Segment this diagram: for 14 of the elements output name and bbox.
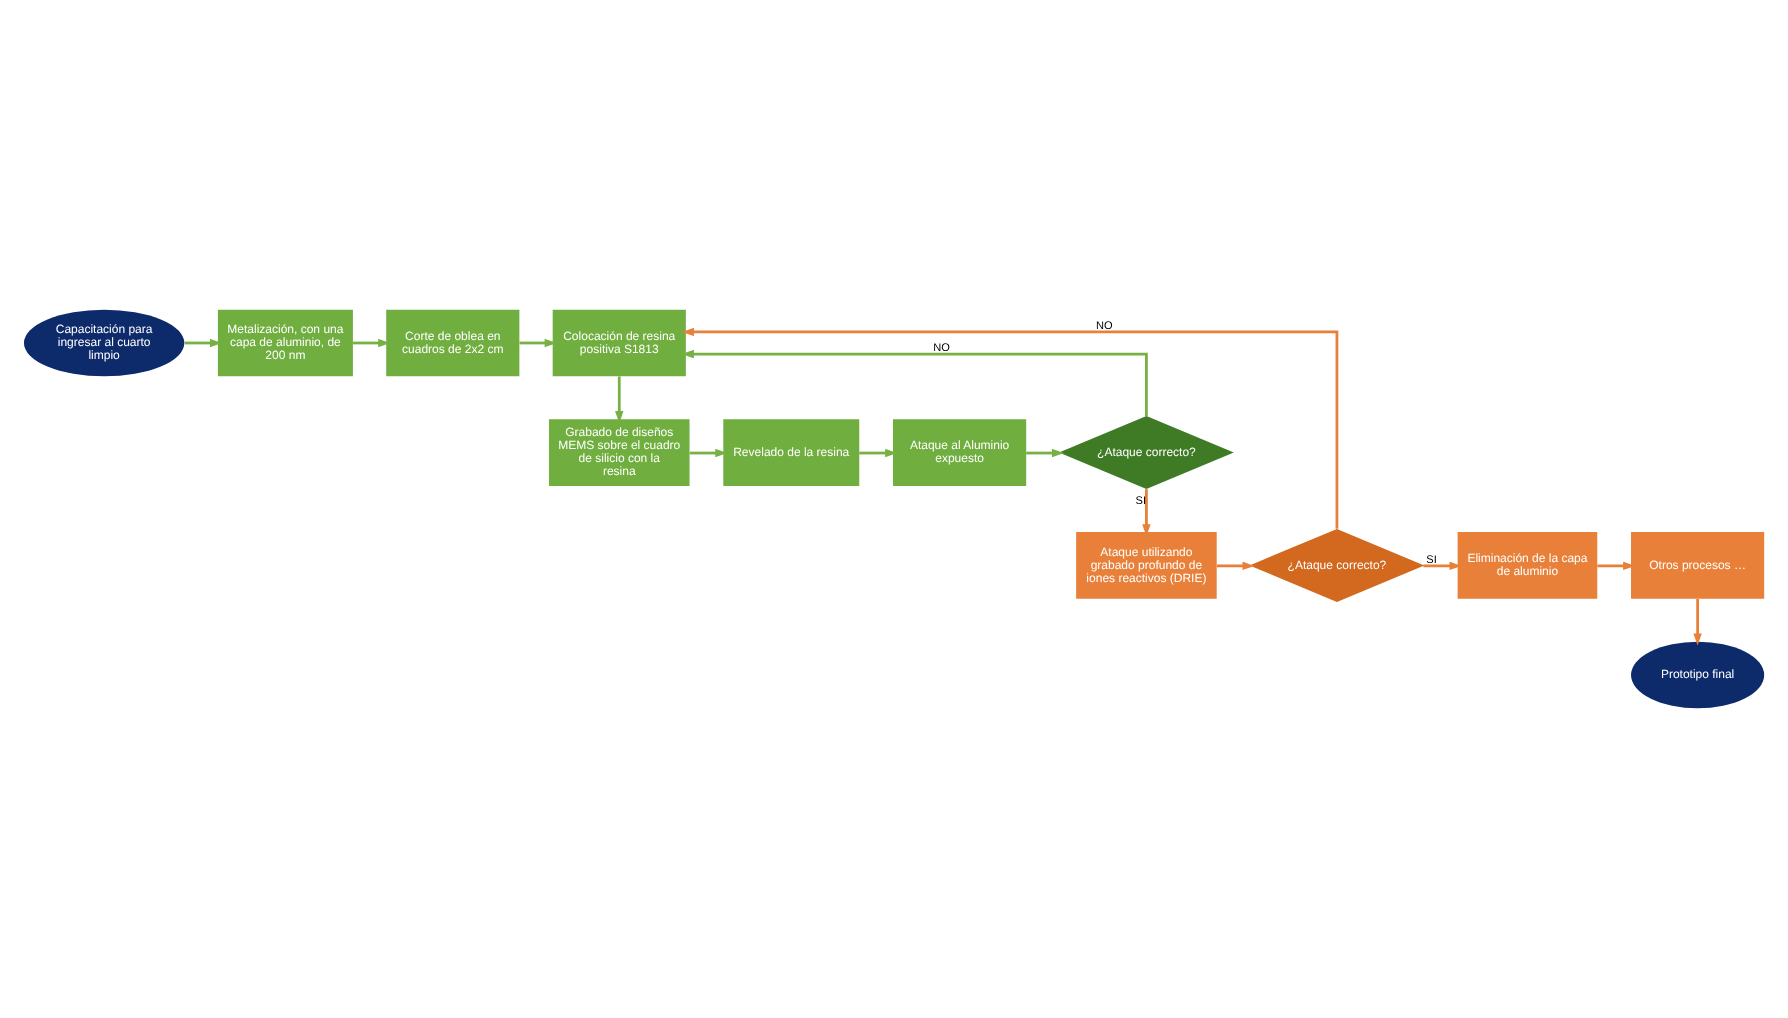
arrow: [1423, 561, 1462, 571]
arrow: [615, 376, 624, 424]
arrow: [1216, 561, 1255, 571]
arrow: [519, 338, 557, 348]
arrow: [1142, 489, 1151, 537]
arrow: [689, 448, 728, 458]
arrow: [681, 327, 1339, 529]
arrow: [1597, 561, 1636, 571]
arrow: [859, 448, 898, 458]
arrow: [353, 338, 391, 348]
arrow: [1693, 598, 1702, 646]
arrow: [681, 349, 1148, 416]
arrow: [1026, 448, 1065, 458]
arrow: [184, 338, 222, 348]
